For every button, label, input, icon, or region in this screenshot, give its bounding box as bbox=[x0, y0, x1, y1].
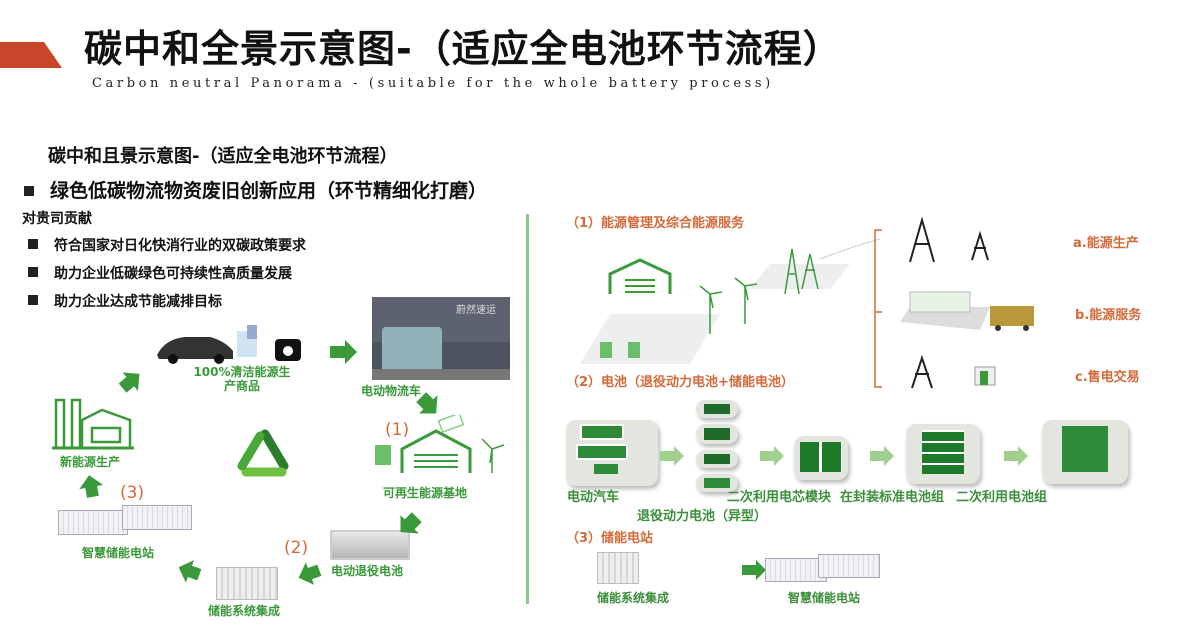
new-energy-production-label: 新能源生产 bbox=[60, 455, 121, 469]
step-number: (3) bbox=[120, 483, 145, 503]
vertical-divider bbox=[526, 214, 529, 604]
cycle-arrows bbox=[79, 340, 438, 585]
reused-pack-image bbox=[1042, 420, 1128, 484]
contribution-title: 对贵司贡献 bbox=[22, 211, 92, 227]
step-number: (2) bbox=[284, 538, 309, 558]
products-label: 100%清洁能源生产商品 bbox=[193, 365, 291, 393]
section3-title: （3）储能电站 bbox=[566, 531, 654, 546]
page-title: 碳中和全景示意图-（适应全电池环节流程） bbox=[84, 27, 842, 71]
truck-shape bbox=[576, 444, 628, 460]
bullet-text: 助力企业达成节能减排目标 bbox=[54, 294, 222, 310]
electric-vehicles-image bbox=[566, 420, 658, 486]
energy-services-illustration bbox=[874, 216, 1034, 389]
factory-icon bbox=[52, 398, 134, 450]
energy-station-image bbox=[765, 558, 827, 582]
battery-type-image bbox=[696, 450, 738, 468]
step-label: 储能系统集成 bbox=[597, 591, 670, 605]
energy-item-a: a.能源生产 bbox=[1073, 236, 1139, 251]
arrow-icon bbox=[1004, 446, 1028, 466]
step-label: 二次利用电芯模块 bbox=[727, 490, 832, 505]
battery-type-image bbox=[696, 424, 738, 444]
energy-item-c: c.售电交易 bbox=[1075, 370, 1140, 385]
arrow-icon bbox=[660, 446, 684, 466]
step-label: 二次利用电池组 bbox=[956, 490, 1048, 505]
section-subheading-text: 绿色低碳物流物资废旧创新应用（环节精细化打磨） bbox=[50, 180, 488, 202]
arrow-icon bbox=[400, 512, 422, 534]
energy-station-image bbox=[58, 510, 128, 535]
energy-station-unit bbox=[818, 554, 880, 578]
truck-logo-text: 蔚然速运 bbox=[456, 305, 496, 316]
renewable-base-label: 可再生能源基地 bbox=[383, 486, 468, 500]
truck-label: 电动物流车 bbox=[361, 384, 422, 398]
bullet-text: 助力企业低碳绿色可持续性高质量发展 bbox=[54, 266, 292, 282]
energy-item-b: b.能源服务 bbox=[1075, 308, 1142, 323]
arrow-icon bbox=[178, 560, 202, 583]
storage-container-image bbox=[216, 567, 278, 600]
retired-battery-image bbox=[330, 530, 410, 560]
recycle-icon bbox=[237, 429, 289, 477]
bus-shape bbox=[580, 424, 624, 440]
arrow-icon bbox=[760, 446, 784, 466]
flow-arrows bbox=[660, 446, 1028, 466]
battery-type-image bbox=[696, 474, 738, 492]
products-image bbox=[157, 325, 301, 364]
step-label: 智慧储能电站 bbox=[788, 591, 861, 605]
bullet-icon bbox=[28, 267, 38, 277]
section-subheading: 绿色低碳物流物资废旧创新应用（环节精细化打磨） bbox=[24, 180, 487, 203]
title-accent-shape bbox=[0, 42, 62, 68]
bullet-icon bbox=[28, 295, 38, 305]
bullet-item: 符合国家对日化快消行业的双碳政策要求 bbox=[28, 238, 306, 255]
car-shape bbox=[594, 464, 618, 474]
arrow-icon bbox=[298, 562, 322, 585]
bullet-icon bbox=[24, 186, 34, 196]
arrow-icon bbox=[79, 475, 103, 498]
energy-station-unit bbox=[122, 505, 192, 530]
step-label: 电动汽车 bbox=[567, 490, 620, 505]
section1-title: （1）能源管理及综合能源服务 bbox=[566, 216, 745, 231]
cell-module-image bbox=[794, 436, 848, 480]
arrow-icon bbox=[416, 392, 438, 414]
arrow-icon bbox=[742, 560, 766, 580]
bullet-item: 助力企业达成节能减排目标 bbox=[28, 294, 222, 311]
bullet-text: 符合国家对日化快消行业的双碳政策要求 bbox=[54, 238, 306, 254]
section2-title: （2）电池（退役动力电池+储能电池） bbox=[566, 375, 794, 390]
storage-container-image bbox=[597, 552, 639, 584]
renewable-base-icon bbox=[375, 415, 505, 473]
retired-battery-label: 电动退役电池 bbox=[331, 564, 404, 578]
energy-management-scene bbox=[580, 238, 880, 364]
bullet-item: 助力企业低碳绿色可持续性高质量发展 bbox=[28, 266, 292, 283]
standard-pack-image bbox=[906, 424, 980, 484]
electric-truck-image: 蔚然速运 bbox=[372, 297, 510, 380]
step-label: 在封装标准电池组 bbox=[840, 490, 945, 505]
bullet-icon bbox=[28, 239, 38, 249]
truck-cab bbox=[382, 327, 442, 372]
arrow-icon bbox=[870, 446, 894, 466]
step-label: 退役动力电池（异型） bbox=[637, 509, 768, 524]
storage-system-label: 储能系统集成 bbox=[208, 604, 281, 618]
page-subtitle: Carbon neutral Panorama - (suitable for … bbox=[92, 76, 774, 91]
arrow-icon bbox=[118, 372, 140, 393]
step-number: (1) bbox=[385, 420, 410, 440]
battery-type-image bbox=[696, 400, 738, 418]
energy-station-label: 智慧储能电站 bbox=[82, 546, 155, 560]
section-heading: 碳中和且景示意图-（适应全电池环节流程） bbox=[48, 146, 398, 167]
road bbox=[372, 369, 510, 380]
arrow-icon bbox=[330, 340, 357, 364]
